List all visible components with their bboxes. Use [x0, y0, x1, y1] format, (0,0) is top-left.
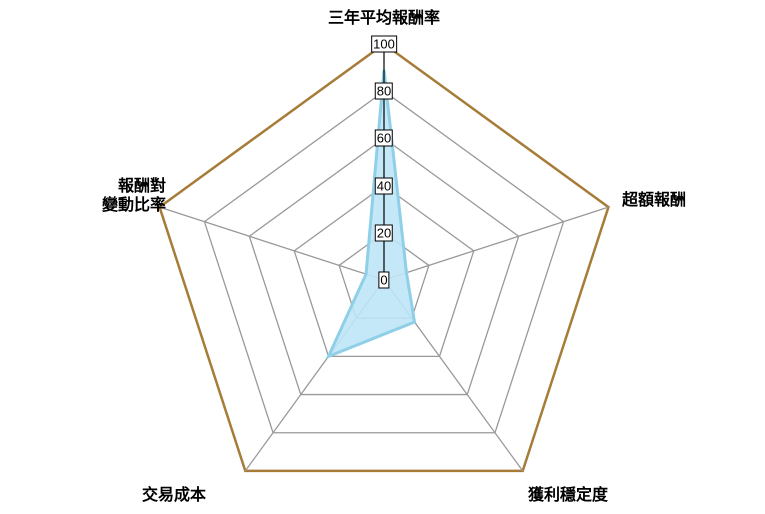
axis-spoke — [383, 206, 609, 281]
axis-label: 超額報酬 — [622, 190, 722, 209]
axis-label-line: 報酬對 — [117, 176, 166, 195]
tick-label: 100 — [371, 35, 397, 53]
axis-label-line: 獲利穩定度 — [528, 485, 609, 504]
tick-label: 20 — [374, 224, 394, 242]
axis-label-line: 變動比率 — [101, 195, 166, 214]
outer-ring — [158, 42, 610, 473]
grid-ring — [203, 90, 565, 434]
series-area — [325, 69, 417, 360]
radar-grid — [158, 42, 610, 473]
axis-label: 報酬對變動比率 — [50, 176, 166, 214]
tick-label: 40 — [374, 177, 394, 195]
axis-label: 三年平均報酬率 — [308, 8, 460, 27]
axis-spoke — [159, 206, 385, 281]
axis-label: 獲利穩定度 — [528, 485, 658, 504]
tick-label: 0 — [378, 271, 390, 289]
axis-label-line: 超額報酬 — [622, 190, 687, 209]
grid-ring — [293, 184, 475, 358]
tick-label: 80 — [374, 82, 394, 100]
axis-label-line: 交易成本 — [142, 485, 207, 504]
grid-ring — [248, 137, 520, 396]
radar-series — [325, 69, 417, 360]
axis-label-line: 三年平均報酬率 — [327, 8, 440, 27]
axis-label: 交易成本 — [142, 485, 252, 504]
tick-label: 60 — [374, 129, 394, 147]
